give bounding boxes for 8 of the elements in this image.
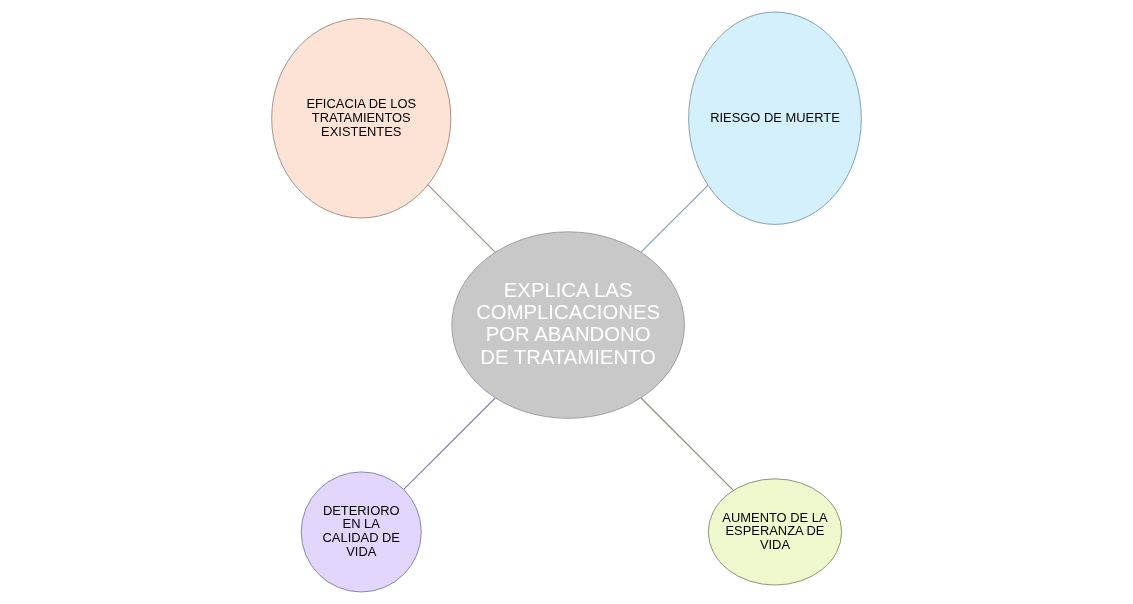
- node-ellipse: RIESGO DE MUERTE: [688, 11, 862, 225]
- connector: [403, 397, 496, 490]
- node-ellipse: EFICACIA DE LOS TRATAMIENTOS EXISTENTES: [271, 18, 452, 219]
- node-ellipse: AUMENTO DE LA ESPERANZA DE VIDA: [707, 478, 843, 586]
- connector: [640, 184, 709, 253]
- connector: [427, 184, 496, 253]
- connector: [640, 397, 734, 491]
- node-circle: DETERIORO EN LA CALIDAD DE VIDA: [300, 471, 422, 593]
